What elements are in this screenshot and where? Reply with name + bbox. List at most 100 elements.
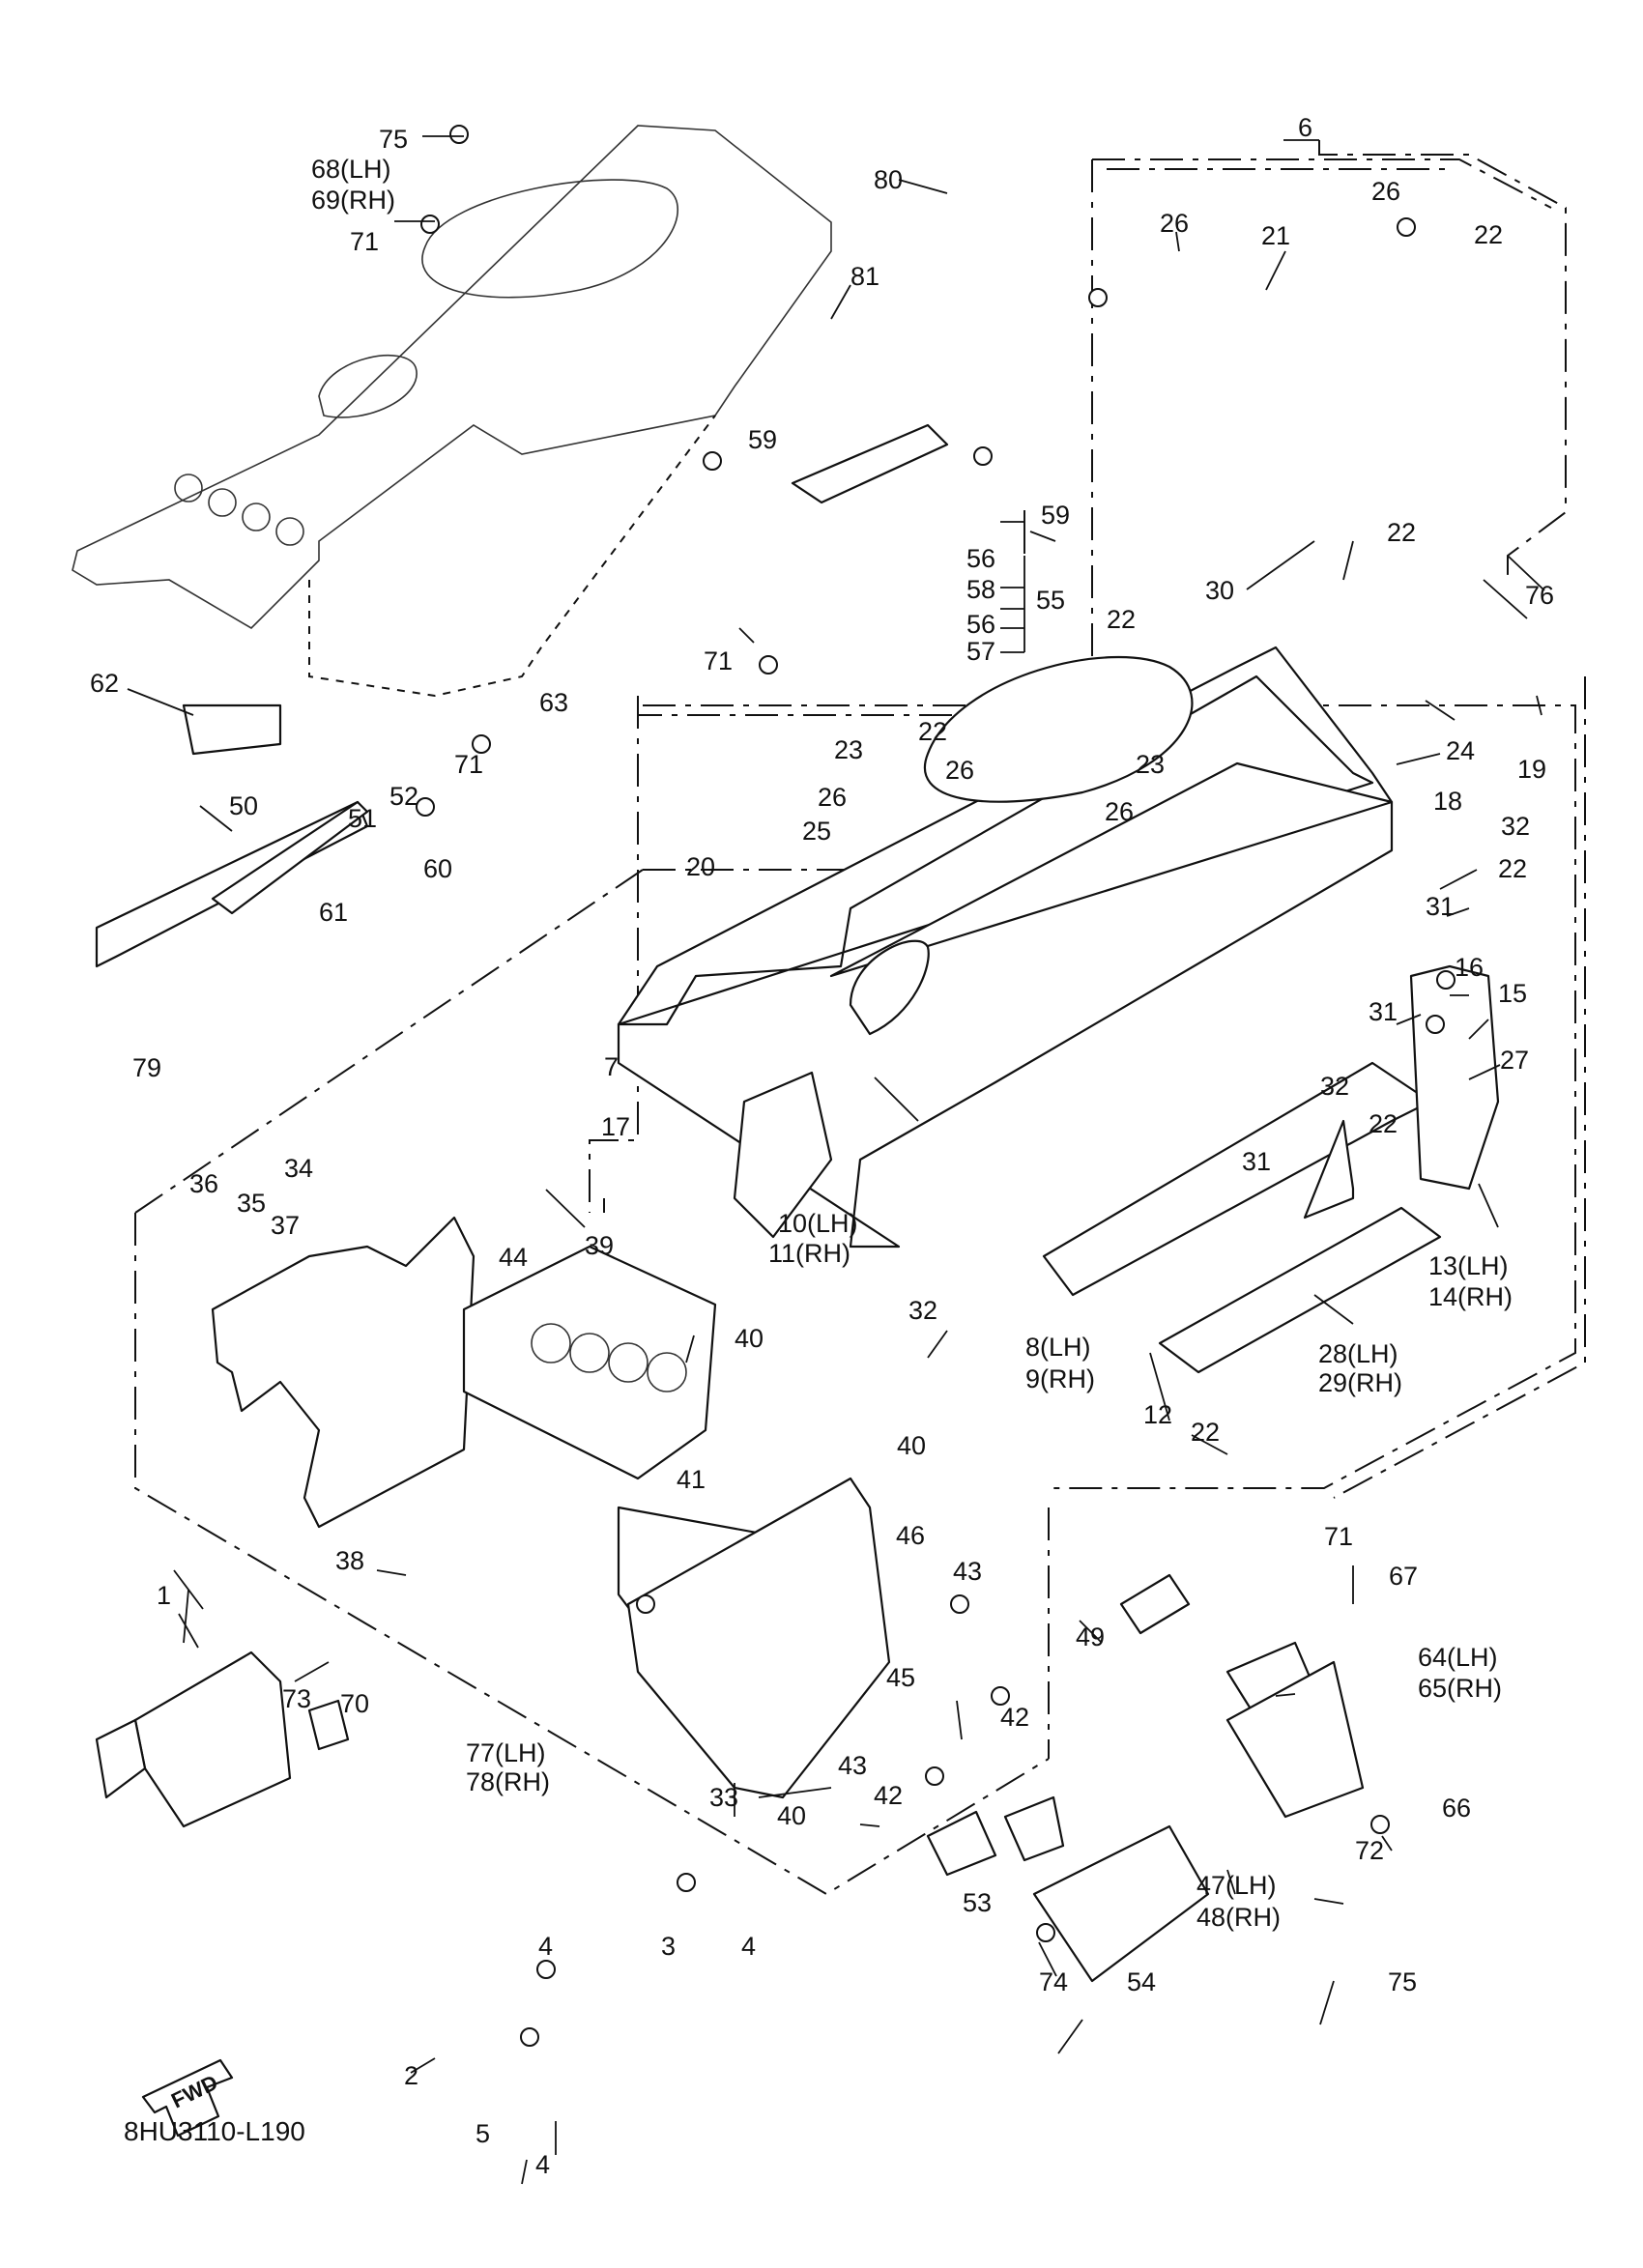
callout-45: 45 [886,1663,915,1692]
callout-26: 26 [1105,797,1134,826]
callout-26: 26 [945,756,974,785]
callout-1: 1 [157,1581,171,1610]
callout-11-rh: 11(RH) [768,1239,850,1268]
callout-26: 26 [1371,177,1400,206]
callout-79: 79 [132,1053,161,1082]
callout-53: 53 [963,1888,992,1917]
callout-69-rh: 69(RH) [311,186,395,215]
callout-42: 42 [874,1781,903,1810]
callout-44: 44 [499,1243,528,1272]
callout-37: 37 [271,1211,300,1240]
callout-26: 26 [1160,209,1189,238]
callout-23: 23 [834,735,863,764]
callout-28-lh: 28(LH) [1318,1339,1398,1368]
callout-5: 5 [476,2119,490,2148]
leader-lines [127,135,1545,2185]
callout-52: 52 [389,782,418,811]
callout-8-lh: 8(LH) [1025,1333,1091,1362]
callout-75: 75 [379,125,408,154]
callout-32: 32 [1501,812,1530,841]
callout-34: 34 [284,1154,313,1183]
callout-67: 67 [1389,1562,1418,1591]
callout-60: 60 [423,854,452,883]
callout-20: 20 [686,852,715,881]
callout-74: 74 [1039,1967,1068,1996]
callout-23: 23 [1136,750,1165,779]
callout-40: 40 [735,1324,764,1353]
diagram-code: 8HU3110-L190 [124,2116,305,2146]
callout-16: 16 [1455,953,1484,982]
tunnel-frame [617,646,1442,1374]
callout-10-lh: 10(LH) [778,1209,858,1238]
callout-2: 2 [404,2061,418,2090]
callout-38: 38 [335,1546,364,1575]
callout-21: 21 [1261,221,1290,250]
callout-54: 54 [1127,1967,1156,1996]
callout-40: 40 [897,1431,926,1460]
callout-25: 25 [802,817,831,846]
callout-31: 31 [1242,1147,1271,1176]
callout-22: 22 [1107,605,1136,634]
callout-43: 43 [953,1557,982,1586]
callout-71: 71 [454,750,483,779]
bumpers-and-brackets [95,423,1365,1983]
callout-29-rh: 29(RH) [1318,1368,1402,1397]
callout-65-rh: 65(RH) [1418,1674,1502,1703]
callout-55: 55 [1036,586,1065,615]
callout-22: 22 [1474,220,1503,249]
callout-22: 22 [1369,1109,1398,1138]
callout-62: 62 [90,669,119,698]
callout-49: 49 [1076,1622,1105,1651]
callout-6: 6 [1298,113,1312,142]
callout-9-rh: 9(RH) [1025,1364,1095,1393]
callout-68-lh: 68(LH) [311,155,391,184]
callout-77-lh: 77(LH) [466,1738,546,1767]
assembly-outlines [134,140,1586,1896]
callout-71: 71 [704,646,733,675]
callout-61: 61 [319,898,348,927]
callout-50: 50 [229,791,258,820]
callout-42: 42 [1000,1703,1029,1732]
callout-73: 73 [282,1684,311,1713]
callout-48-rh: 48(RH) [1196,1903,1281,1932]
callout-7: 7 [604,1052,619,1081]
callout-71: 71 [350,227,379,256]
callout-22: 22 [1387,518,1416,547]
callout-35: 35 [237,1189,266,1218]
callout-15: 15 [1498,979,1527,1008]
callout-78-rh: 78(RH) [466,1767,550,1796]
callout-57: 57 [966,637,995,666]
callout-14-rh: 14(RH) [1428,1282,1513,1311]
callout-18: 18 [1433,787,1462,816]
callout-17: 17 [601,1112,630,1141]
callout-4: 4 [741,1932,756,1961]
callout-30: 30 [1205,576,1234,605]
callout-13-lh: 13(LH) [1428,1251,1509,1280]
callout-51: 51 [348,804,377,833]
tunnel-ghost-reference [72,125,832,698]
callout-31: 31 [1426,892,1455,921]
callout-32: 32 [1320,1072,1349,1101]
callout-63: 63 [539,688,568,717]
callout-46: 46 [896,1521,925,1550]
callout-19: 19 [1517,755,1546,784]
callout-26: 26 [818,783,847,812]
callout-56: 56 [966,610,995,639]
callout-22: 22 [1498,854,1527,883]
callout-80: 80 [874,165,903,194]
callout-43: 43 [838,1751,867,1780]
callout-64-lh: 64(LH) [1418,1643,1498,1672]
callout-12: 12 [1143,1400,1172,1429]
callout-labels: 75 68(LH) 69(RH) 71 80 6 26 26 21 22 81 … [90,113,1554,2179]
callout-58: 58 [966,575,995,604]
callout-59: 59 [748,425,777,454]
fasteners [416,125,1456,2047]
callout-72: 72 [1355,1836,1384,1865]
callout-75: 75 [1388,1967,1417,1996]
callout-24: 24 [1446,736,1475,765]
callout-47-lh: 47(LH) [1196,1871,1277,1900]
callout-56: 56 [966,544,995,573]
callout-4: 4 [538,1932,553,1961]
callout-39: 39 [585,1231,614,1260]
callout-59: 59 [1041,501,1070,530]
